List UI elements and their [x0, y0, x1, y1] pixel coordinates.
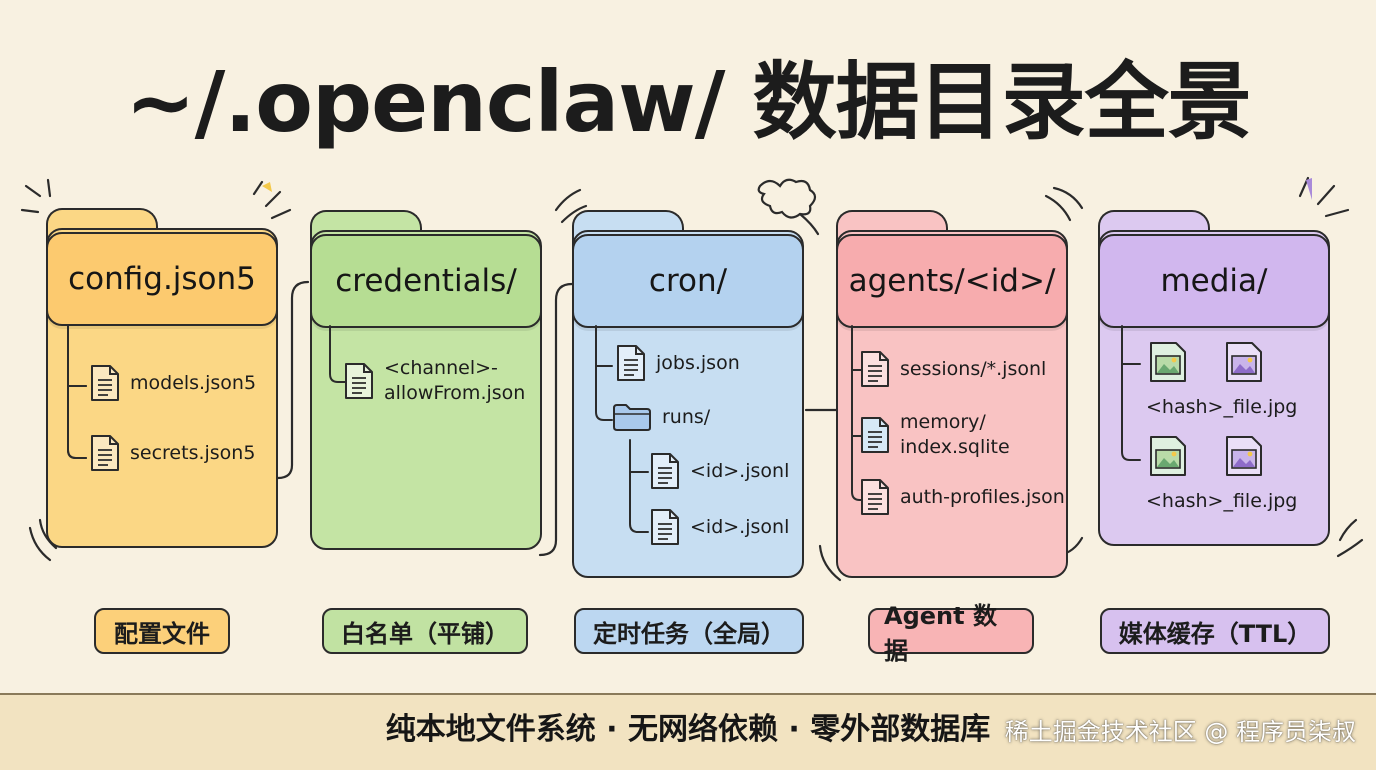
document-icon — [91, 435, 119, 471]
folder-config-title: config.json5 — [46, 232, 278, 326]
document-icon — [345, 363, 373, 399]
file-jobs-json[interactable]: jobs.json — [616, 344, 740, 382]
file-run-jsonl-2[interactable]: <id>.jsonl — [650, 508, 789, 546]
document-icon — [861, 479, 889, 515]
folder-name: runs/ — [662, 405, 711, 428]
label-config: 配置文件 — [94, 608, 230, 654]
file-name: memory/ index.sqlite — [900, 411, 1010, 458]
file-name: models.json5 — [130, 371, 257, 394]
folder-config[interactable]: config.json5 — [46, 208, 278, 548]
database-file-icon — [861, 417, 889, 453]
file-channel-allowfrom[interactable]: <channel>- allowFrom.json — [344, 356, 525, 406]
file-models-json5[interactable]: models.json5 — [90, 364, 256, 402]
folder-credentials[interactable]: credentials/ — [310, 210, 542, 550]
image-file-icon — [1150, 342, 1186, 382]
label-agents: Agent 数据 — [868, 602, 1034, 665]
file-name: auth-profiles.json — [900, 485, 1065, 508]
file-name: sessions/*.jsonl — [900, 357, 1047, 380]
label-cron: 定时任务（全局） — [574, 608, 804, 654]
media-file-name: <hash>_file.jpg — [1146, 490, 1298, 512]
file-auth-profiles-json[interactable]: auth-profiles.json — [860, 478, 1065, 516]
image-file-icon — [1226, 342, 1262, 382]
file-name: <id>.jsonl — [690, 515, 790, 538]
folder-cron-title: cron/ — [572, 234, 804, 328]
file-run-jsonl-1[interactable]: <id>.jsonl — [650, 452, 789, 490]
file-sessions-jsonl[interactable]: sessions/*.jsonl — [860, 350, 1046, 388]
image-file-icon — [1226, 436, 1262, 476]
folder-agents[interactable]: agents/<id>/ — [836, 210, 1068, 578]
media-file-1[interactable]: <hash>_file.jpg — [1142, 340, 1302, 424]
page-title: ~/.openclaw/ 数据目录全景 — [125, 53, 1251, 151]
file-memory-index-sqlite[interactable]: memory/ index.sqlite — [860, 410, 1010, 460]
folder-credentials-title: credentials/ — [310, 234, 542, 328]
folder-runs[interactable]: runs/ — [612, 402, 710, 432]
document-icon — [617, 345, 645, 381]
footer-text: 纯本地文件系统 · 无网络依赖 · 零外部数据库 — [385, 712, 991, 747]
file-name: secrets.json5 — [130, 441, 256, 464]
document-icon — [91, 365, 119, 401]
label-media: 媒体缓存（TTL） — [1100, 608, 1330, 654]
folder-icon — [613, 404, 651, 431]
watermark: 稀土掘金技术社区 @ 程序员柒叔 — [1004, 718, 1356, 746]
folder-agents-title: agents/<id>/ — [836, 234, 1068, 328]
media-file-name: <hash>_file.jpg — [1146, 396, 1298, 418]
footer-bar — [0, 693, 1376, 770]
image-file-icon — [1150, 436, 1186, 476]
label-credentials: 白名单（平铺） — [322, 608, 528, 654]
document-icon — [651, 453, 679, 489]
media-file-2[interactable]: <hash>_file.jpg — [1142, 434, 1302, 518]
document-icon — [651, 509, 679, 545]
folder-media-title: media/ — [1098, 234, 1330, 328]
file-secrets-json5[interactable]: secrets.json5 — [90, 434, 255, 472]
file-name: jobs.json — [656, 351, 740, 374]
file-name: <channel>- allowFrom.json — [384, 357, 526, 404]
file-name: <id>.jsonl — [690, 459, 790, 482]
document-icon — [861, 351, 889, 387]
